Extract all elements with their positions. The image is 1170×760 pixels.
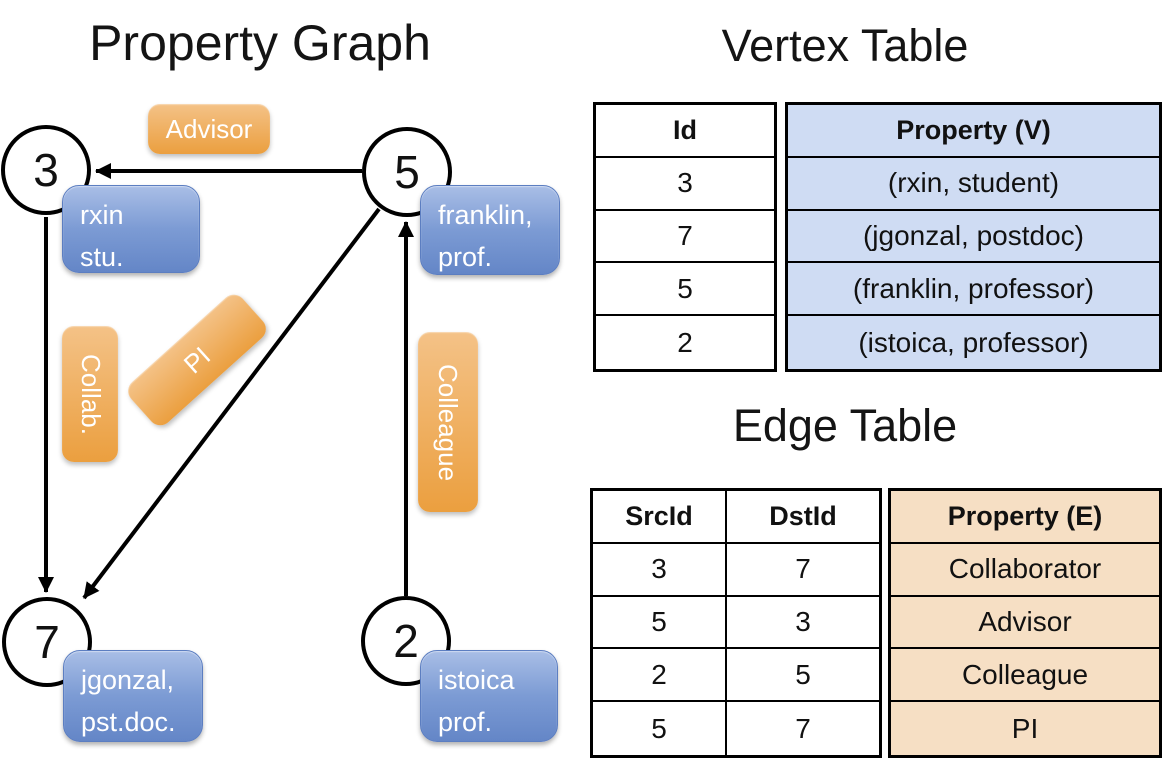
vertex-property-line: franklin, — [438, 200, 533, 230]
edge-table-property-header: Property (E) — [891, 491, 1159, 544]
vertex-property-box-rxin: rxin stu. — [62, 185, 200, 273]
vertex-property-box-jgonzal: jgonzal, pst.doc. — [63, 650, 203, 742]
vertex-table-id-cell: 7 — [596, 211, 774, 264]
vertex-table-property-cell: (jgonzal, postdoc) — [788, 211, 1159, 264]
vertex-property-line: rxin — [80, 200, 124, 230]
node-id-label: 2 — [393, 615, 419, 667]
edge-table-srcid-cell: 3 — [593, 543, 727, 595]
vertex-table-id-column: Id 3 7 5 2 — [593, 102, 777, 372]
vertex-table-property-cell: (istoica, professor) — [858, 326, 1089, 358]
edge-table-dstid-cell: 7 — [795, 553, 811, 585]
edge-table-srcid-header: SrcId — [593, 491, 727, 542]
edge-table-dstid-cell: 5 — [795, 658, 811, 690]
edge-label-advisor: Advisor — [148, 104, 270, 154]
vertex-table-id-header: Id — [596, 105, 774, 158]
edge-table-property-cell: Advisor — [891, 597, 1159, 650]
edge-table-id-columns: SrcId DstId 3 7 5 3 2 5 5 7 — [590, 488, 882, 758]
vertex-property-line: pst.doc. — [81, 707, 176, 738]
vertex-property-line: istoica — [438, 665, 515, 695]
edge-table-row: 5 7 — [593, 702, 879, 755]
edge-label-text: Collab. — [75, 353, 106, 435]
vertex-table-id-cell: 2 — [677, 326, 693, 358]
vertex-table-property-cell: (rxin, student) — [788, 158, 1159, 211]
edge-table-property-cell: Collaborator — [891, 544, 1159, 597]
edge-label-text: Advisor — [165, 113, 253, 144]
vertex-property-line: stu. — [80, 242, 124, 273]
graph-node-2: 2 — [361, 596, 451, 686]
edge-table-header-row: SrcId DstId — [593, 491, 879, 544]
vertex-property-line: jgonzal, — [81, 665, 175, 695]
node-id-label: 7 — [34, 616, 60, 668]
vertex-table-id-cell: 3 — [596, 158, 774, 211]
edge-table-row: 2 5 — [593, 649, 879, 703]
edge-table-dstid-cell: 3 — [795, 605, 811, 637]
edge-table-property-cell: PI — [1011, 712, 1039, 744]
edge-label-collab: Collab. — [62, 326, 118, 462]
node-id-label: 5 — [394, 146, 420, 198]
edge-label-text: Colleague — [433, 363, 464, 481]
vertex-table-id-cell: 5 — [596, 263, 774, 317]
edge-table-srcid-cell: 5 — [593, 702, 727, 755]
edge-table-property-column: Property (E) Collaborator Advisor Collea… — [888, 488, 1162, 758]
vertex-property-line: prof. — [438, 242, 493, 273]
edge-table-dstid-cell: 7 — [795, 712, 811, 744]
vertex-table-title: Vertex Table — [721, 20, 969, 71]
edge-table-row: 3 7 — [593, 543, 879, 597]
edge-table-row: 5 3 — [593, 596, 879, 650]
graph-title: Property Graph — [89, 15, 431, 71]
node-id-label: 3 — [33, 144, 59, 196]
vertex-property-line: prof. — [438, 707, 493, 738]
edge-label-colleague: Colleague — [418, 332, 478, 512]
edge-table-srcid-cell: 5 — [593, 596, 727, 648]
edge-table-dstid-header: DstId — [769, 500, 837, 531]
vertex-table-property-header: Property (V) — [788, 105, 1159, 158]
edge-table-srcid-cell: 2 — [593, 649, 727, 701]
edge-label-text: PI — [177, 340, 216, 380]
vertex-table-property-cell: (franklin, professor) — [788, 263, 1159, 317]
vertex-property-box-istoica: istoica prof. — [420, 650, 558, 742]
edge-line-pi-5-to-7 — [82, 207, 381, 600]
vertex-table-property-column: Property (V) (rxin, student) (jgonzal, p… — [785, 102, 1162, 372]
graph-edges-layer — [38, 163, 414, 600]
edge-table-title: Edge Table — [732, 400, 958, 451]
vertex-property-box-franklin: franklin, prof. — [420, 185, 560, 275]
edge-table-property-cell: Colleague — [891, 649, 1159, 703]
graph-node-5: 5 — [362, 127, 452, 217]
